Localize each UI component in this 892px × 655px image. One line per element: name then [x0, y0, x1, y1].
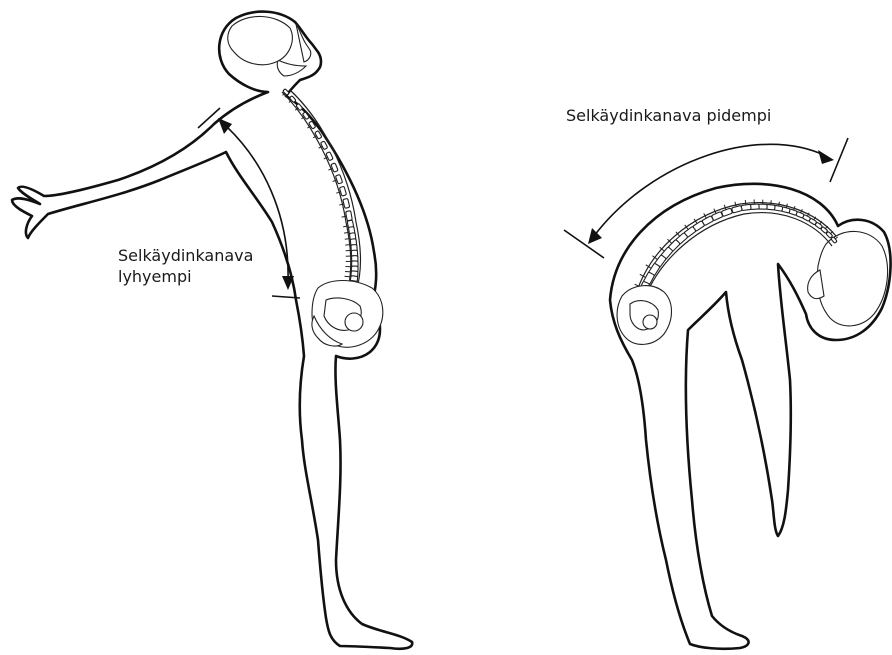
- vertebra: [346, 211, 353, 221]
- vertebra: [343, 198, 350, 208]
- vertebra-process: [786, 204, 787, 208]
- vertebra-process: [735, 202, 736, 207]
- vertebra-process: [345, 239, 350, 240]
- label-shorter-line1: Selkäydinkanava: [118, 245, 253, 266]
- head-flexion: [817, 231, 887, 325]
- jaw-left: [277, 60, 306, 76]
- vertebra: [732, 205, 743, 213]
- label-shorter-line2: lyhyempi: [118, 266, 253, 287]
- pelvis-flexion: [617, 286, 671, 345]
- vertebra-process: [801, 209, 802, 212]
- figure-flexion: [610, 184, 891, 649]
- arrow-longer-head-left: [588, 228, 602, 244]
- vertebrae-extension: [283, 89, 359, 303]
- figure-extension: [12, 12, 412, 649]
- vertebra-process: [794, 206, 795, 210]
- vertebra-process: [344, 276, 350, 277]
- skull-left: [228, 16, 293, 64]
- vertebra-process: [745, 200, 746, 205]
- face-detail-left: [296, 24, 311, 62]
- label-spinal-canal-shorter: Selkäydinkanava lyhyempi: [118, 245, 253, 287]
- arrow-longer: [564, 138, 848, 258]
- label-spinal-canal-longer: Selkäydinkanava pidempi: [566, 105, 771, 126]
- arrow-longer-head-right: [818, 150, 834, 164]
- vertebra-process: [345, 245, 350, 246]
- arrow-shorter-tick-top: [198, 108, 220, 128]
- vertebra: [741, 204, 751, 210]
- vertebra: [721, 208, 732, 216]
- arrow-shorter-head-top: [218, 118, 232, 134]
- vertebra-process: [779, 202, 780, 206]
- pelvis-extension: [312, 281, 383, 348]
